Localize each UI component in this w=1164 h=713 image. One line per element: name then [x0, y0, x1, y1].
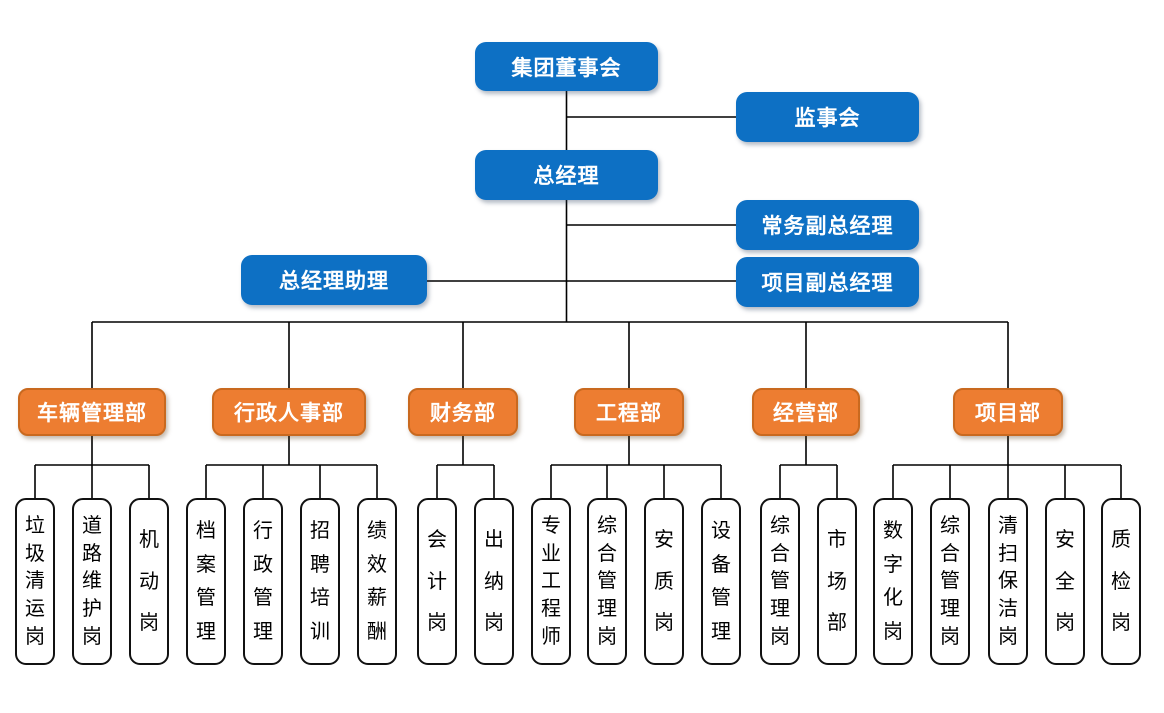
position-label: 市场部	[827, 528, 847, 635]
position-safety-quality: 安质岗	[644, 498, 684, 665]
position-accounting: 会计岗	[417, 498, 457, 665]
dept-project: 项目部	[953, 388, 1063, 436]
position-cashier: 出纳岗	[474, 498, 514, 665]
position-performance-compensation: 绩效薪酬	[357, 498, 397, 665]
node-general-manager: 总经理	[475, 150, 658, 200]
node-executive-deputy-gm: 常务副总经理	[736, 200, 919, 250]
position-mobile-duty: 机动岗	[129, 498, 169, 665]
dept-operations: 经营部	[752, 388, 860, 436]
position-recruitment-training: 招聘培训	[300, 498, 340, 665]
position-garbage-removal: 垃圾清运岗	[15, 498, 55, 665]
position-label: 行政管理	[253, 520, 273, 643]
position-label: 安全岗	[1055, 528, 1075, 635]
position-label: 绩效薪酬	[367, 520, 387, 643]
position-cleaning: 清扫保洁岗	[988, 498, 1028, 665]
dept-admin-hr: 行政人事部	[212, 388, 366, 436]
position-professional-engineer: 专业工程师	[531, 498, 571, 665]
position-label: 综合管理岗	[770, 514, 790, 649]
position-label: 招聘培训	[310, 520, 330, 643]
position-label: 专业工程师	[541, 514, 561, 649]
position-label: 会计岗	[427, 528, 447, 635]
position-general-management-ops: 综合管理岗	[760, 498, 800, 665]
dept-finance: 财务部	[408, 388, 518, 436]
position-label: 道路维护岗	[82, 514, 102, 649]
position-label: 垃圾清运岗	[25, 514, 45, 649]
node-group-board: 集团董事会	[475, 42, 658, 91]
position-digitalization: 数字化岗	[873, 498, 913, 665]
position-archives-management: 档案管理	[186, 498, 226, 665]
position-label: 清扫保洁岗	[998, 514, 1018, 649]
position-label: 设备管理	[711, 520, 731, 643]
position-road-maintenance: 道路维护岗	[72, 498, 112, 665]
node-project-deputy-gm: 项目副总经理	[736, 257, 919, 307]
position-general-management-eng: 综合管理岗	[587, 498, 627, 665]
dept-engineering: 工程部	[574, 388, 684, 436]
position-label: 质检岗	[1111, 528, 1131, 635]
position-label: 数字化岗	[883, 520, 903, 643]
position-label: 档案管理	[196, 520, 216, 643]
position-label: 出纳岗	[484, 528, 504, 635]
position-label: 综合管理岗	[597, 514, 617, 649]
position-quality-inspection: 质检岗	[1101, 498, 1141, 665]
dept-vehicle-management: 车辆管理部	[18, 388, 166, 436]
position-label: 综合管理岗	[940, 514, 960, 649]
node-gm-assistant: 总经理助理	[241, 255, 427, 305]
node-supervisory-board: 监事会	[736, 92, 919, 142]
position-label: 安质岗	[654, 528, 674, 635]
position-equipment-management: 设备管理	[701, 498, 741, 665]
position-admin-management: 行政管理	[243, 498, 283, 665]
position-label: 机动岗	[139, 528, 159, 635]
position-safety: 安全岗	[1045, 498, 1085, 665]
position-general-management-proj: 综合管理岗	[930, 498, 970, 665]
position-market: 市场部	[817, 498, 857, 665]
